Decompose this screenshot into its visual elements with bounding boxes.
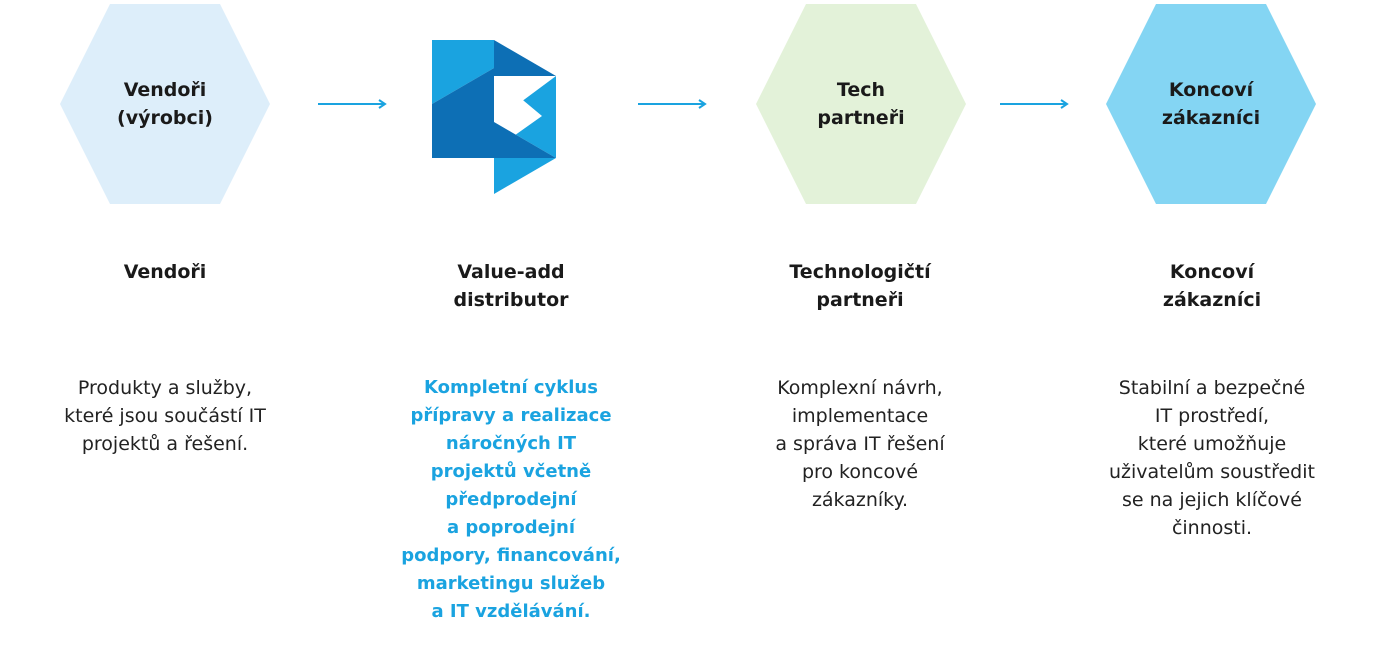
vendors-title: Vendoři bbox=[123, 261, 207, 283]
tech-partners-hexagon: Tech partneři bbox=[754, 0, 968, 208]
vendors-hexagon-shape bbox=[60, 4, 270, 204]
arrow-right-icon bbox=[638, 99, 707, 109]
end-customers-hexagon-label: Koncoví zákazníci bbox=[1161, 79, 1261, 129]
tech-partners-hexagon-label: Tech partneři bbox=[817, 79, 905, 129]
vendors-description: Produkty a služby, které jsou součástí I… bbox=[64, 377, 266, 455]
distributor-title: Value-add distributor bbox=[453, 261, 569, 311]
end-customers-hexagon-shape bbox=[1106, 4, 1316, 204]
tech-partners-title: Technologičtí partneři bbox=[789, 261, 931, 311]
tech-partners-description: Komplexní návrh, implementace a správa I… bbox=[775, 377, 945, 511]
vendors-hexagon: Vendoři (výrobci) bbox=[58, 0, 272, 208]
end-customers-title: Koncoví zákazníci bbox=[1162, 261, 1262, 311]
arrow-right-icon bbox=[318, 99, 387, 109]
vendors-hexagon-label: Vendoři (výrobci) bbox=[117, 79, 213, 129]
end-customers-description: Stabilní a bezpečné IT prostředí, které … bbox=[1109, 377, 1315, 539]
distributor-logo-icon bbox=[432, 40, 556, 194]
tech-partners-hexagon-shape bbox=[756, 4, 966, 204]
end-customers-hexagon: Koncoví zákazníci bbox=[1104, 0, 1318, 208]
arrow-right-icon bbox=[1000, 99, 1069, 109]
distributor-description: Kompletní cyklus přípravy a realizace ná… bbox=[401, 377, 621, 622]
